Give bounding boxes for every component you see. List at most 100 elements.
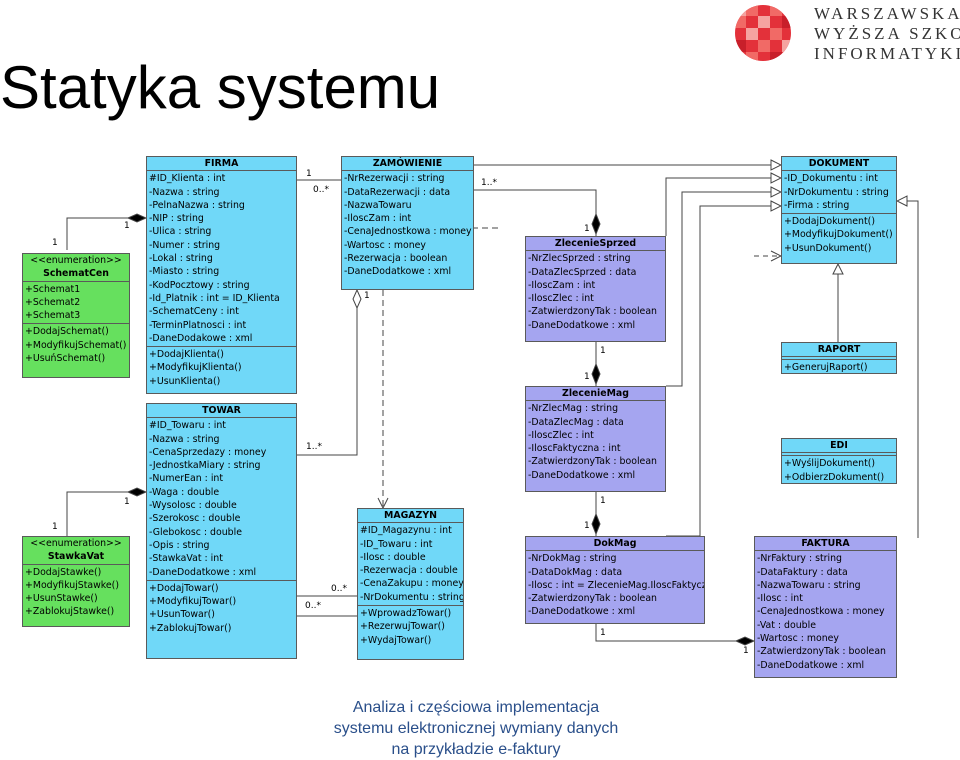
class-dokument[interactable]: DOKUMENT-ID_Dokumentu : int-NrDokumentu … [781, 156, 897, 264]
class-zleceniesprzed[interactable]: ZlecenieSprzed-NrZlecSprzed : string-Dat… [525, 236, 666, 342]
attribute: -ZatwierdzonyTak : boolean [528, 456, 657, 468]
composition-diamond-icon [126, 487, 148, 497]
attribute: -PelnaNazwa : string [149, 199, 245, 211]
attribute: -DataZlecMag : data [528, 416, 624, 428]
class-firma[interactable]: FIRMA#ID_Klienta : int-Nazwa : string-Pe… [146, 156, 297, 394]
class-title: ZAMÓWIENIE [372, 158, 443, 169]
attribute: -DaneDodatkowe : xml [344, 266, 452, 278]
attribute: -DaneDodatkowe : xml [528, 606, 636, 618]
class-name: DokMag [526, 537, 704, 552]
attribute: -Wartosc : money [344, 239, 426, 251]
attribute: -Ulica : string [149, 226, 212, 238]
operation: +UsunTowar() [149, 609, 215, 621]
attribute: -Rezerwacja : boolean [344, 253, 448, 265]
attribute: -Glebokosc : double [149, 526, 242, 538]
attribute: -ZatwierdzonyTak : boolean [528, 593, 657, 605]
class-edi[interactable]: EDI +WyślijDokument()+OdbierzDokument() [781, 438, 897, 484]
class-dokmag[interactable]: DokMag-NrDokMag : string-DataDokMag : da… [525, 536, 705, 624]
multiplicity-label: 0..* [331, 584, 347, 594]
multiplicity-label: 1 [600, 496, 606, 506]
zleceniesprzed-dokument-generalization [665, 178, 781, 236]
composition-diamond-icon [591, 512, 601, 536]
attribute: -DataDokMag : data [528, 566, 623, 578]
class-schematcen[interactable]: <<enumeration>>SchematCen+Schemat1+Schem… [22, 253, 130, 378]
class-title: TOWAR [202, 405, 241, 416]
attribute: -IloscZlec : int [528, 293, 594, 305]
attribute: -JednostkaMiary : string [149, 460, 261, 472]
attribute: -Id_Platnik : int = ID_Klienta [149, 292, 280, 304]
zamowienie-zleceniesprzed-line [474, 189, 597, 236]
attribute: -ZatwierdzonyTak : boolean [757, 646, 886, 658]
attribute: -Vat : double [757, 619, 817, 631]
operation: +ZablokujTowar() [149, 622, 232, 634]
stereotype-label: <<enumeration>> [30, 255, 122, 266]
attr-section: #ID_Magazynu : int-ID_Towaru : int-Ilosc… [358, 523, 463, 607]
attribute: -Nazwa : string [149, 433, 220, 445]
attribute: -Numer : string [149, 239, 221, 251]
op-section: +DodajDokument()+ModyfikujDokument()+Usu… [782, 214, 896, 256]
multiplicity-label: 1 [584, 521, 590, 531]
attr-section: +Schemat1+Schemat2+Schemat3 [23, 282, 129, 325]
attribute: -Waga : double [149, 486, 220, 498]
operation: +OdbierzDokument() [784, 471, 885, 483]
attribute: -ID_Towaru : int [360, 538, 433, 550]
composition-diamond-icon [591, 362, 601, 386]
class-name: FIRMA [147, 157, 296, 172]
attribute: -Wartosc : money [757, 633, 839, 645]
attribute: -IloscFaktyczna : int [528, 443, 621, 455]
caption-line: na przykładzie e-faktury [391, 741, 561, 758]
logo-line: INFORMATYKI [814, 44, 960, 63]
zleceniemag-dokument-generalization [666, 192, 781, 387]
attr-section: #ID_Klienta : int-Nazwa : string-PelnaNa… [147, 171, 296, 348]
firma-schematcen-line [66, 217, 128, 250]
class-magazyn[interactable]: MAGAZYN #ID_Magazynu : int-ID_Towaru : in… [357, 508, 464, 660]
multiplicity-label: 1 [584, 224, 590, 234]
multiplicity-label: 1 [52, 522, 58, 532]
attr-section: -NrRezerwacji : string-DataRezerwacji : … [342, 171, 473, 279]
attribute: -Miasto : string [149, 266, 220, 278]
attribute: -Lokal : string [149, 253, 213, 265]
class-stawkavat[interactable]: <<enumeration>>StawkaVat+DodajStawke()+M… [22, 536, 130, 627]
attribute: -NazwaTowaru [344, 199, 412, 211]
operation: +WyślijDokument() [784, 458, 876, 470]
class-faktura[interactable]: FAKTURA-NrFaktury : string-DataFaktury :… [754, 536, 897, 678]
attribute: -Ilosc : double [360, 551, 426, 563]
class-name: EDI [782, 439, 896, 454]
multiplicity-label: 1..* [306, 442, 322, 452]
operation: +DodajKlienta() [149, 349, 224, 361]
aggregation-diamond-icon [352, 288, 362, 310]
class-name: FAKTURA [755, 537, 896, 552]
logo-mosaic-icon [735, 5, 791, 61]
class-name: TOWAR [147, 404, 296, 419]
operation: +DodajSchemat() [25, 326, 109, 338]
class-title: MAGAZYN [384, 510, 437, 521]
attribute: -NrDokMag : string [528, 553, 617, 565]
attribute: -DaneDodatkowe : xml [757, 659, 865, 671]
attr-section [782, 453, 896, 457]
class-zamowienie[interactable]: ZAMÓWIENIE -NrRezerwacji : string-DataRez… [341, 156, 474, 290]
caption-line: systemu elektronicznej wymiany danych [333, 720, 619, 737]
attribute: #ID_Magazynu : int [360, 525, 452, 537]
faktura-dokument-generalization [897, 201, 919, 538]
class-name: ZlecenieMag [526, 387, 665, 402]
operation: +UsunDokument() [784, 242, 872, 254]
class-title: DOKUMENT [808, 158, 870, 169]
attribute: -NrZlecSprzed : string [528, 253, 631, 265]
operation: +UsuńSchemat() [25, 353, 106, 365]
class-name: DOKUMENT [782, 157, 896, 172]
attribute: -IloscZlec : int [528, 429, 594, 441]
class-towar[interactable]: TOWAR#ID_Towaru : int-Nazwa : string-Cen… [146, 403, 297, 659]
attribute: -TerminPlatnosci : int [149, 319, 247, 331]
attribute: -NrRezerwacji : string [344, 173, 445, 185]
operation: +ModyfikujKlienta() [149, 362, 242, 374]
attribute: +Schemat2 [25, 296, 81, 308]
multiplicity-label: 1 [124, 497, 130, 507]
attribute: -DaneDodatkowe : xml [149, 566, 257, 578]
logo-line: WARSZAWSKA [814, 4, 960, 23]
class-title: StawkaVat [47, 551, 105, 563]
attr-section [782, 357, 896, 361]
class-zleceniemag[interactable]: ZlecenieMag-NrZlecMag : string-DataZlecM… [525, 386, 666, 492]
class-raport[interactable]: RAPORT+GenerujRaport() [781, 342, 897, 374]
multiplicity-label: 1 [743, 646, 749, 656]
